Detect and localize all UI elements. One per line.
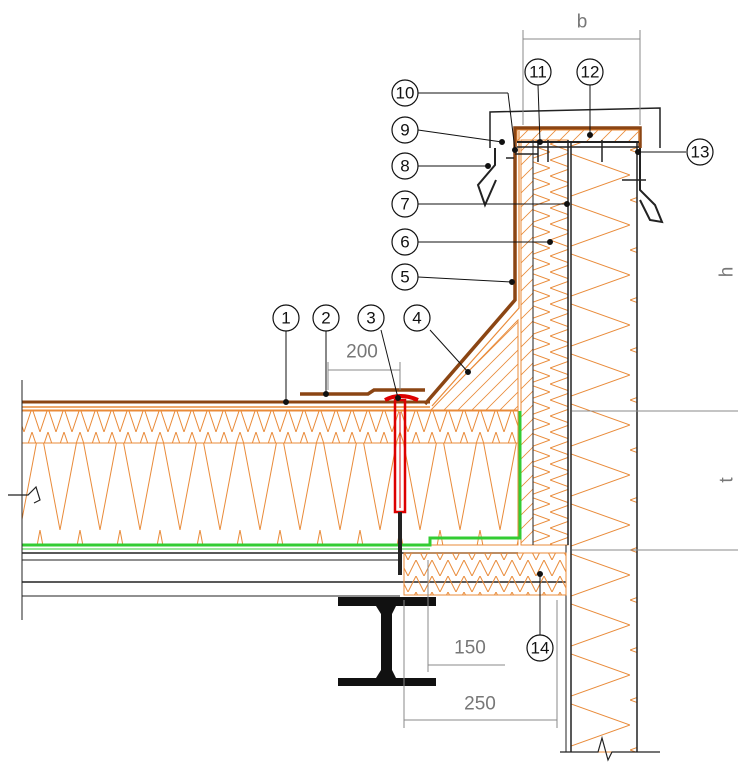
screws <box>506 140 646 181</box>
dimension-250-label: 250 <box>464 694 496 715</box>
callout-8: 8 <box>391 152 419 180</box>
svg-text:10: 10 <box>396 84 415 103</box>
callout-6: 6 <box>391 228 419 256</box>
svg-text:11: 11 <box>529 63 547 82</box>
svg-text:4: 4 <box>412 309 421 328</box>
dimension-250 <box>403 600 558 728</box>
callout-14: 14 <box>526 634 554 662</box>
dimension-200-label: 200 <box>346 342 378 363</box>
callout-11: 11 <box>524 58 552 86</box>
insulation-wedge <box>428 318 519 412</box>
break-symbol-bottom <box>560 735 660 762</box>
dimension-b-label: b <box>577 12 588 33</box>
svg-text:5: 5 <box>400 268 409 287</box>
svg-text:9: 9 <box>400 121 409 140</box>
svg-text:6: 6 <box>400 233 409 252</box>
dimension-150 <box>427 560 505 672</box>
svg-text:14: 14 <box>531 639 550 658</box>
wall-panel-insulation <box>565 141 638 753</box>
dimension-h-t <box>572 410 738 551</box>
roof-insulation-main-layer <box>21 442 519 546</box>
coping-clip-right <box>639 148 664 224</box>
svg-text:8: 8 <box>400 157 409 176</box>
dimension-t-label: t <box>717 477 738 483</box>
svg-text:13: 13 <box>691 143 710 162</box>
dimension-h-label: h <box>717 267 738 278</box>
steel-i-beam <box>338 597 436 686</box>
dimension-200 <box>327 362 401 390</box>
dimension-150-label: 150 <box>454 638 486 659</box>
callout-9: 9 <box>391 116 419 144</box>
svg-text:7: 7 <box>400 195 409 214</box>
callout-7: 7 <box>391 190 419 218</box>
callout-2: 2 <box>312 304 340 332</box>
membrane-overlap-strip <box>300 388 425 396</box>
wall-thin-insulation <box>520 139 534 546</box>
wall-upstand-insulation <box>532 139 569 546</box>
callout-4: 4 <box>403 304 431 332</box>
wall-support-lines <box>532 140 569 545</box>
coping-cap <box>489 107 661 148</box>
vapour-barrier <box>22 411 522 550</box>
svg-text:1: 1 <box>281 309 290 328</box>
callout-1: 1 <box>272 304 300 332</box>
svg-text:12: 12 <box>581 63 600 82</box>
svg-text:2: 2 <box>321 309 330 328</box>
callout-13: 13 <box>686 138 714 166</box>
coping-clip-left <box>476 148 497 208</box>
upstand-membrane <box>423 126 642 407</box>
callout-3: 3 <box>357 304 385 332</box>
leader-lines <box>283 84 686 640</box>
dimension-b <box>522 30 641 125</box>
svg-text:3: 3 <box>366 309 375 328</box>
roof-insulation-top-layer <box>21 410 519 444</box>
callout-5: 5 <box>391 263 419 291</box>
break-symbol-left <box>8 485 41 504</box>
callout-10: 10 <box>391 79 419 107</box>
callout-12: 12 <box>576 58 604 86</box>
